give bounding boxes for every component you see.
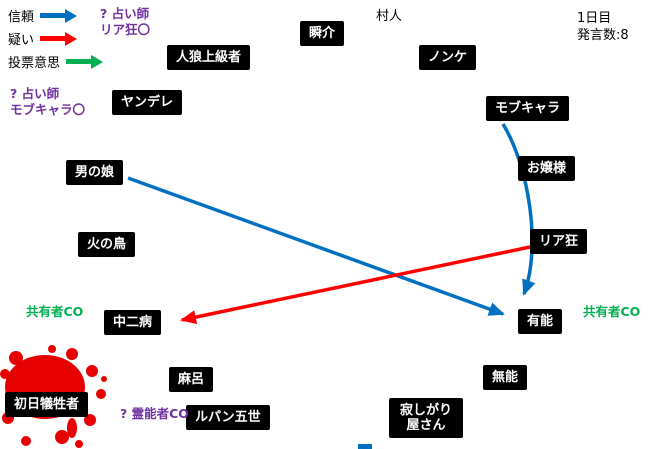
player-box: 人狼上級者 (167, 45, 251, 70)
vote-intent-arrow-head (91, 54, 104, 69)
arrow-trust-mobuchara-to-yuno (501, 123, 536, 296)
trust-arrow-shaft (40, 13, 66, 18)
player-box: 男の娘 (66, 160, 124, 185)
seer-claim-top-line2: リア狂〇 (100, 22, 151, 37)
player-box: リア狂 (530, 229, 588, 254)
speech-count: 発言数:8 (577, 28, 629, 43)
vote-intent-arrow-icon (66, 54, 104, 69)
legend-row-suspicion: 疑い (8, 27, 103, 50)
player-box: ルパン五世 (186, 405, 270, 430)
medium-co-annotation: ? 霊能者CO (120, 406, 189, 421)
legend: 信頼 疑い 投票意思 (8, 4, 104, 73)
seer-claim-top-line1: ? 占い師 (100, 6, 150, 21)
player-box: ノンケ (419, 45, 477, 70)
legend-row-trust: 信頼 (8, 4, 103, 27)
player-box-first-victim: 初日犠牲者 (5, 392, 89, 417)
legend-label-suspicion: 疑い (8, 33, 35, 48)
co-annotation-right: 共有者CO (583, 304, 641, 319)
player-box: 寂しがり屋さん (389, 398, 463, 438)
day-label: 1日目 (577, 11, 612, 26)
arrow-suspicion-riakyo-to-chunibyo (180, 245, 531, 324)
trust-arrow-icon (40, 8, 78, 23)
player-box: 有能 (518, 309, 563, 334)
suspicion-arrow-head (65, 31, 78, 46)
player-box: 瞬介 (300, 21, 345, 46)
vote-intent-arrow-shaft (66, 59, 92, 64)
seer-claim-annotation-top: ? 占い師 リア狂〇 (100, 6, 150, 38)
legend-row-vote-intent: 投票意思 (8, 50, 104, 73)
suspicion-arrow-shaft (40, 36, 66, 41)
player-box: 中二病 (104, 310, 162, 335)
villager-note: 村人 (376, 9, 403, 24)
player-box: 火の鳥 (78, 232, 136, 257)
player-box: お嬢様 (518, 156, 576, 181)
arrow-trust-otokonoko-to-yuno (127, 176, 505, 316)
legend-label-vote-intent: 投票意思 (8, 56, 61, 71)
player-box: モブキャラ (486, 96, 570, 121)
co-annotation-left: 共有者CO (26, 304, 84, 319)
cropped-arrow-fragment (358, 444, 372, 449)
suspicion-arrow-icon (40, 31, 78, 46)
player-box: ヤンデレ (112, 90, 183, 115)
day-info: 1日目 発言数:8 (577, 10, 629, 44)
player-box: 無能 (483, 365, 528, 390)
seer-claim-left-line2: モブキャラ〇 (10, 102, 86, 117)
trust-arrow-head (65, 8, 78, 23)
player-box: 麻呂 (169, 367, 214, 392)
seer-claim-left-line1: ? 占い師 (10, 86, 60, 101)
legend-label-trust: 信頼 (8, 10, 35, 25)
seer-claim-annotation-left: ? 占い師 モブキャラ〇 (10, 86, 85, 118)
